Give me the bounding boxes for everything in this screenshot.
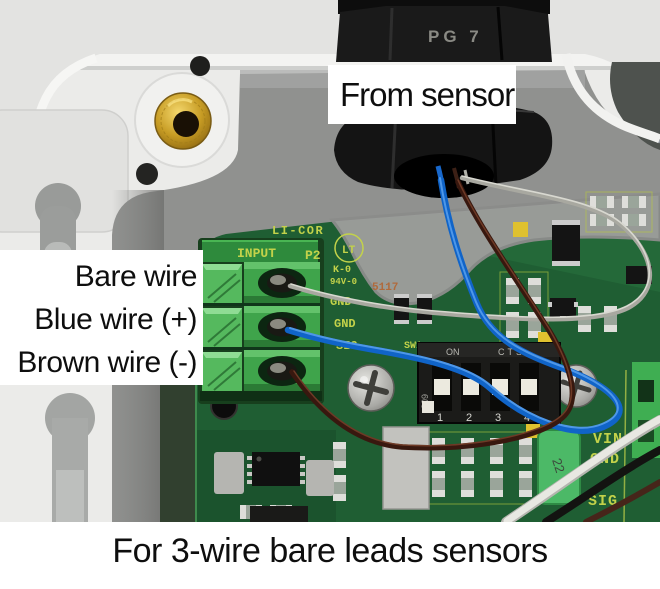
lt-logo-text: LT <box>342 245 356 257</box>
dip-slider-4 <box>521 379 537 395</box>
silkscreen-input: INPUT <box>237 246 276 261</box>
capacitor-value: 22 <box>549 456 568 474</box>
dip-slider-2 <box>463 379 479 395</box>
wire-brown-2 <box>583 479 660 522</box>
brass-insert <box>134 72 230 168</box>
right-terminal-block <box>632 362 660 458</box>
lid-screw-hole-top <box>190 56 210 76</box>
from-sensor-text: From sensor <box>340 75 515 113</box>
wire-blue <box>284 176 623 434</box>
wire-brown <box>289 179 576 451</box>
cable-gland-top: PG 7 <box>336 0 552 62</box>
wire-black <box>542 446 660 522</box>
wire-labels-box: Bare wire Blue wire (+) Brown wire (-) <box>0 250 203 385</box>
wires <box>284 175 660 522</box>
silkscreen-k0: K-0 <box>333 265 351 276</box>
silkscreen-brand: LI-COR <box>272 224 324 238</box>
silkscreen-datecode: 5117 <box>372 282 398 294</box>
dip-cts-marking: CTS <box>498 347 525 357</box>
silkscreen-94v: 94V-0 <box>330 277 357 287</box>
silkscreen-sw1: SW1 <box>404 341 422 352</box>
terminal-unit-3 <box>200 350 322 401</box>
mounting-screw-left <box>347 364 395 412</box>
input-terminal-block <box>198 238 324 404</box>
terminal-unit-1 <box>202 262 320 306</box>
dip-number-4: 4 <box>524 412 530 424</box>
dip-number-2: 2 <box>466 412 472 424</box>
wire-white <box>501 415 660 522</box>
photo: LI-COR INPUT P2 LT K-0 94V-0 5117 GND GN… <box>0 0 660 522</box>
lt-logo <box>334 233 364 263</box>
caption: For 3-wire bare leads sensors <box>0 522 660 589</box>
dip-number-1: 1 <box>437 412 443 424</box>
terminal-unit-2 <box>202 306 320 350</box>
soic-ic <box>247 452 305 486</box>
relay-component <box>382 426 430 510</box>
blue-wire-label: Blue wire (+) <box>34 303 197 336</box>
dip-number-3: 3 <box>495 412 501 424</box>
lid-screw-hole-bottom <box>136 163 158 185</box>
gland-marking: PG 7 <box>428 27 483 46</box>
bare-wire-label: Bare wire <box>74 260 198 293</box>
caption-text: For 3-wire bare leads sensors <box>112 532 548 570</box>
from-sensor-label: From sensor <box>328 65 516 124</box>
wire-bare <box>287 175 653 322</box>
mounting-slot-lower <box>45 393 95 522</box>
terminal-label-gnd2: GND <box>334 317 356 331</box>
dip-on-marking: ON <box>446 347 460 357</box>
right-label-sig: SIG <box>588 493 618 510</box>
silkscreen-p2: P2 <box>305 248 321 263</box>
brown-wire-label: Brown wire (-) <box>17 346 197 379</box>
dip-slider-1 <box>434 379 450 395</box>
